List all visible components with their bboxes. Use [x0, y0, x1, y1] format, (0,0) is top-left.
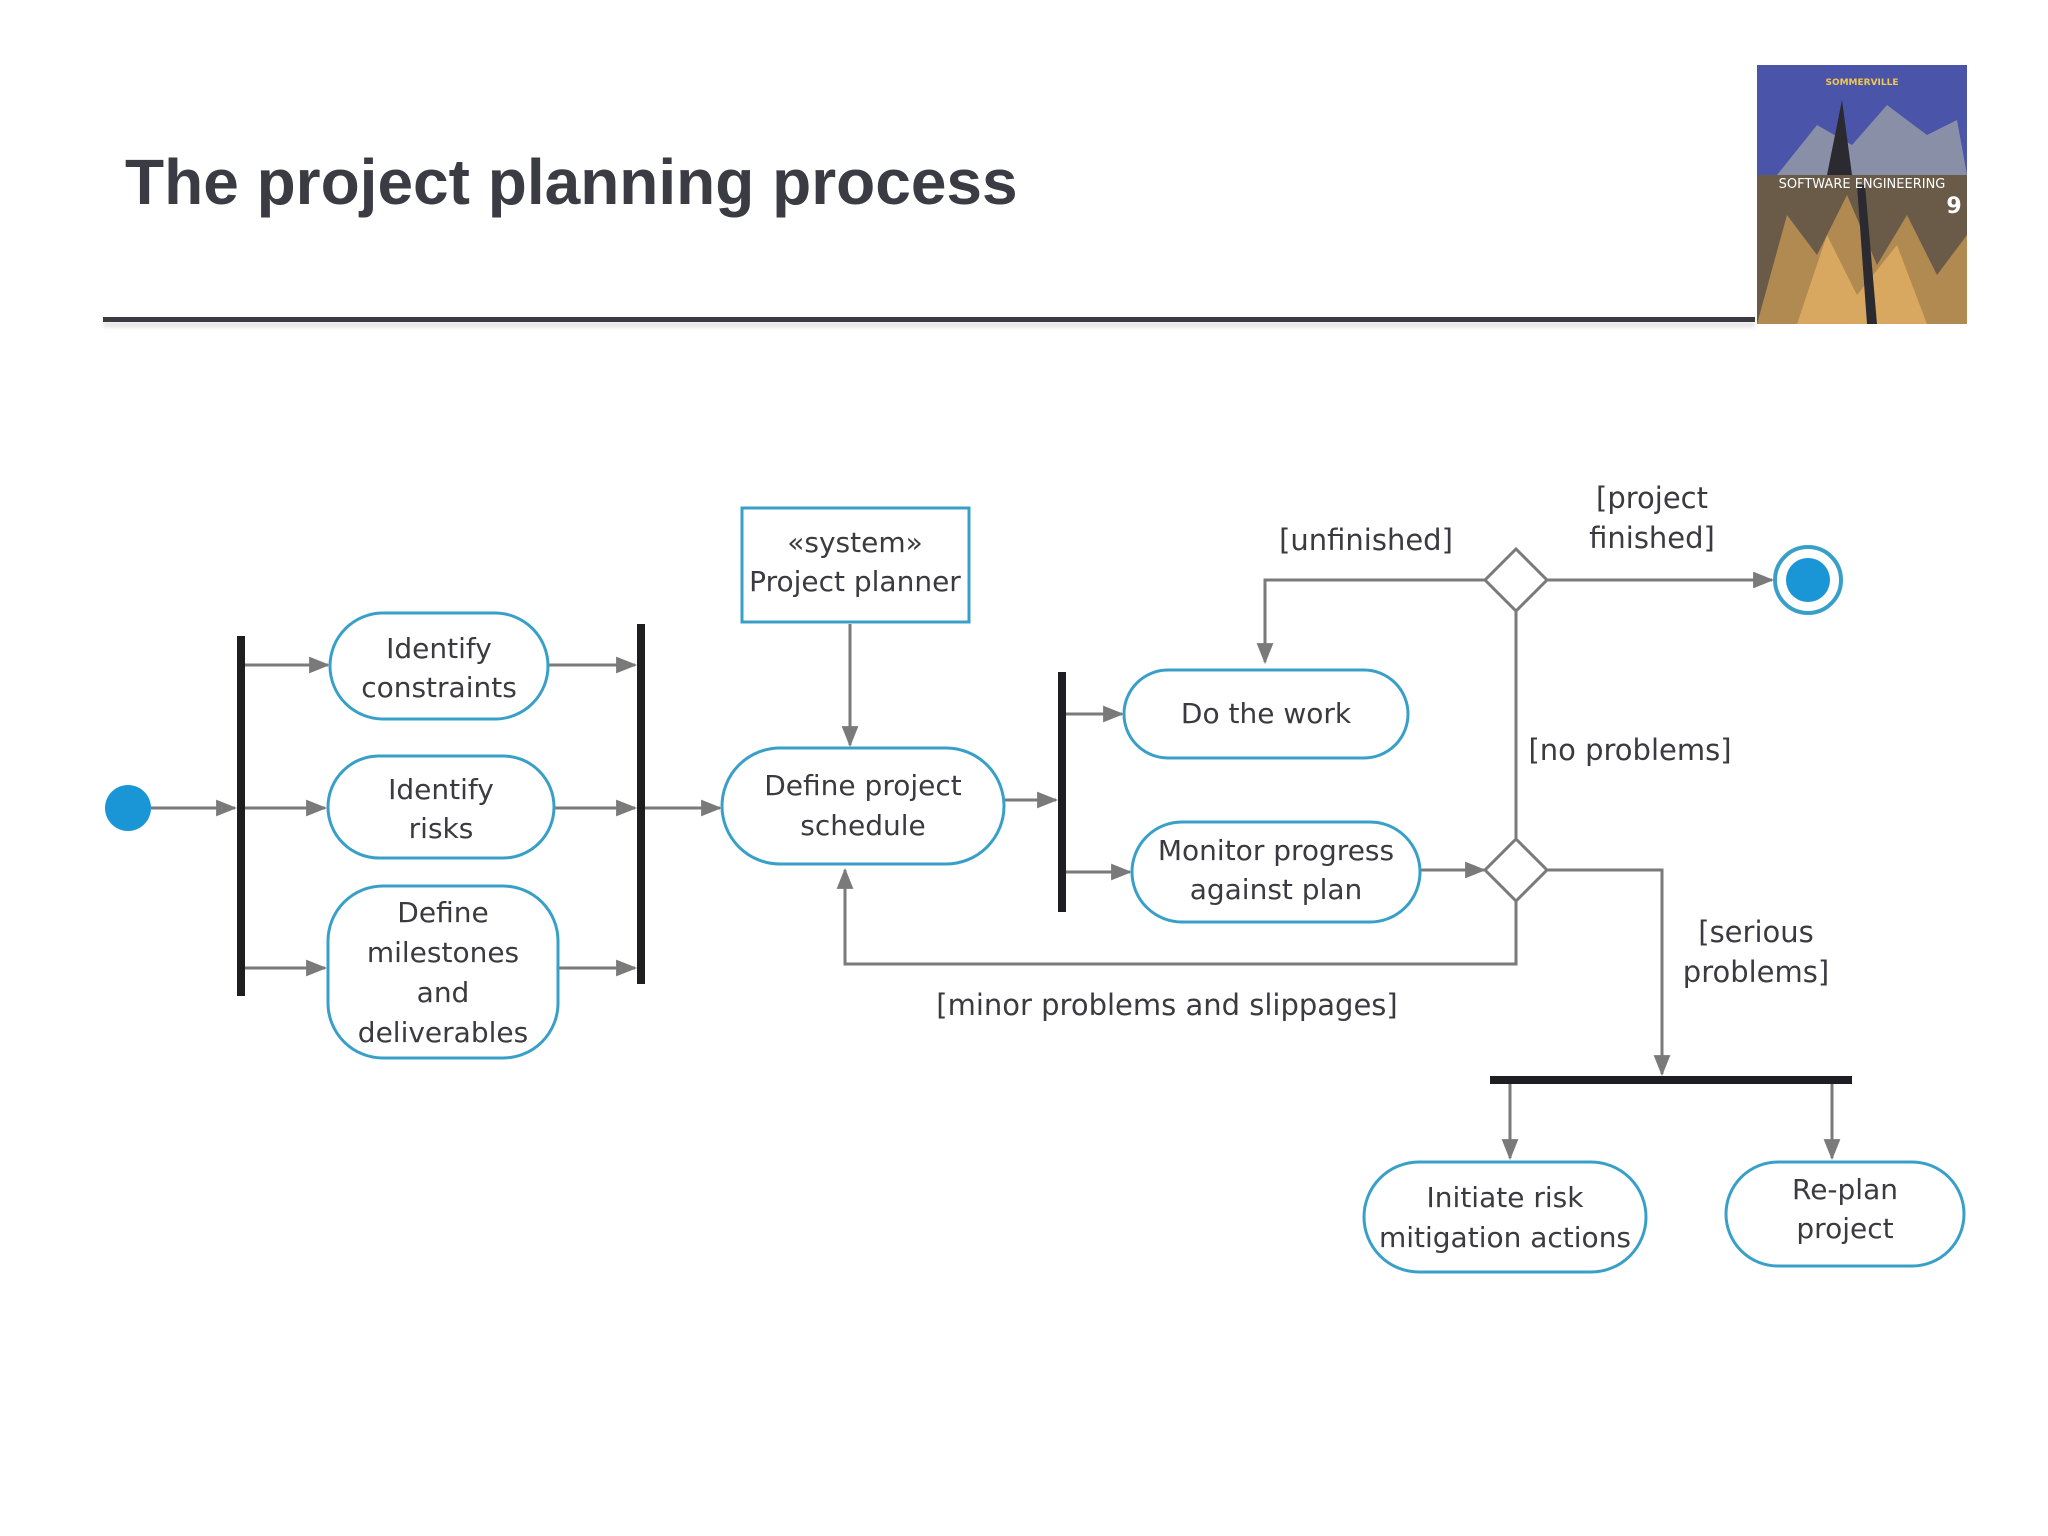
project-planner-label: Project planner — [749, 565, 961, 598]
slide-title: The project planning process — [125, 146, 1018, 218]
guard-serious-problems-line1: [serious — [1698, 915, 1813, 949]
fork-bar-3 — [1490, 1076, 1852, 1084]
svg-text:Identify: Identify — [388, 773, 494, 806]
svg-text:Re-plan: Re-plan — [1792, 1173, 1898, 1206]
project-planner-stereotype: «system» — [787, 526, 923, 559]
decision-finished — [1482, 546, 1550, 614]
fork-bar-2 — [1058, 672, 1066, 912]
svg-text:mitigation actions: mitigation actions — [1379, 1221, 1631, 1254]
svg-text:milestones: milestones — [367, 936, 519, 969]
flow-unfinished — [1256, 578, 1486, 665]
end-node — [1786, 558, 1830, 602]
svg-text:Do the work: Do the work — [1181, 697, 1352, 730]
start-node — [105, 785, 151, 831]
activity-initiate-risk-mitigation: Initiate risk mitigation actions — [1362, 1160, 1648, 1274]
svg-text:project: project — [1796, 1212, 1893, 1245]
guard-serious-problems-line2: problems] — [1683, 955, 1829, 989]
activity-identify-risks: Identify risks — [326, 754, 556, 860]
svg-text:Monitor progress: Monitor progress — [1158, 834, 1394, 867]
activity-define-schedule: Define project schedule — [720, 746, 1006, 866]
svg-text:Define project: Define project — [764, 769, 961, 802]
flow-serious-problems — [1548, 868, 1671, 1077]
guard-unfinished: [unfinished] — [1279, 523, 1453, 557]
activity-replan-project: Re-plan project — [1724, 1160, 1966, 1268]
decision-problems — [1482, 836, 1550, 904]
guard-project-finished-line2: finished] — [1589, 521, 1715, 555]
svg-text:deliverables: deliverables — [358, 1016, 528, 1049]
object-project-planner — [740, 506, 971, 624]
guard-no-problems: [no problems] — [1528, 733, 1731, 767]
activity-define-milestones: Define milestones and deliverables — [326, 884, 560, 1060]
svg-text:risks: risks — [409, 812, 474, 845]
title-divider — [103, 317, 1755, 322]
fork-bar-1 — [237, 636, 245, 996]
activity-do-the-work: Do the work — [1122, 668, 1410, 760]
svg-text:constraints: constraints — [361, 671, 517, 704]
book-cover-author: SOMMERVILLE — [1825, 78, 1898, 88]
join-bar-1 — [637, 624, 645, 984]
flow-minor-problems — [836, 867, 1518, 966]
activity-identify-constraints: Identify constraints — [328, 611, 550, 721]
svg-text:Initiate risk: Initiate risk — [1427, 1181, 1585, 1214]
book-cover-image: SOMMERVILLE SOFTWARE ENGINEERING 9 — [1757, 65, 1967, 324]
guard-project-finished-line1: [project — [1596, 481, 1708, 515]
book-cover-edition: 9 — [1946, 194, 1961, 219]
svg-text:Identify: Identify — [386, 632, 492, 665]
svg-text:schedule: schedule — [800, 809, 925, 842]
activity-monitor-progress: Monitor progress against plan — [1130, 820, 1422, 924]
book-cover-title: SOFTWARE ENGINEERING — [1779, 177, 1946, 192]
svg-text:against plan: against plan — [1190, 873, 1363, 906]
guard-minor-problems: [minor problems and slippages] — [936, 988, 1397, 1022]
svg-text:and: and — [417, 976, 470, 1009]
svg-text:Define: Define — [397, 896, 488, 929]
